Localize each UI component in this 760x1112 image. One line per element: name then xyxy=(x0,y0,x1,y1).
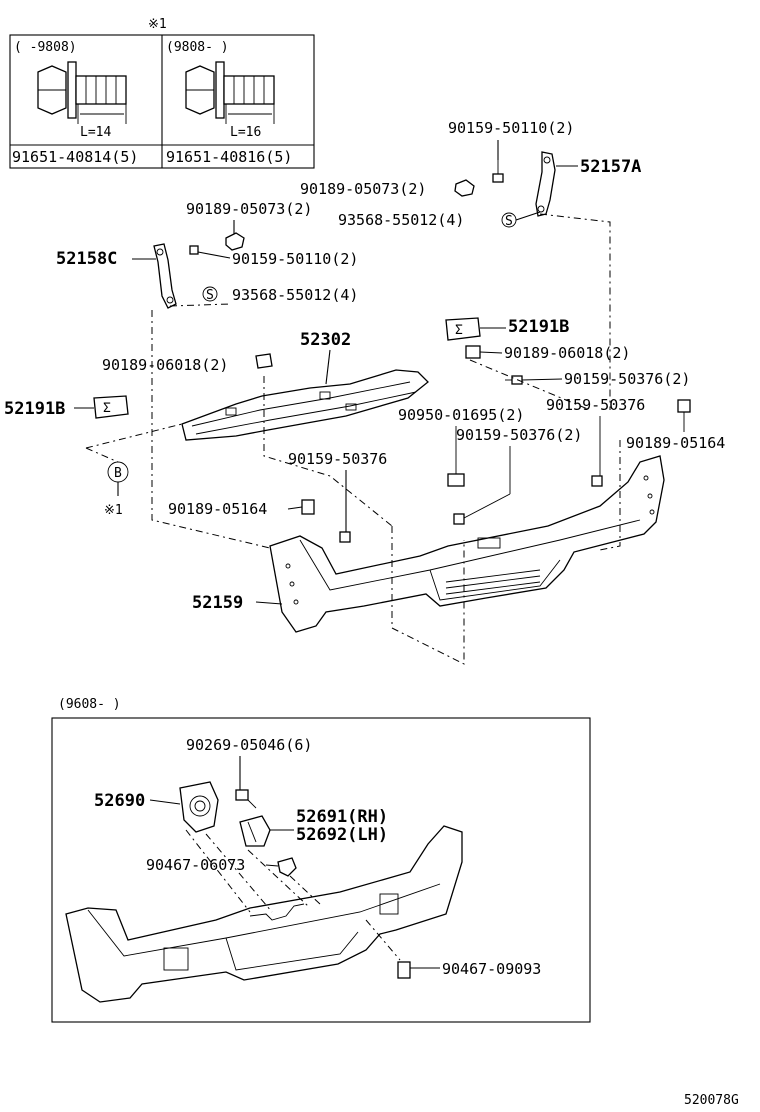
lower-frame xyxy=(51,717,591,1023)
rear-bumper-52159-icon xyxy=(269,455,665,633)
washer-s-letter: S xyxy=(505,214,513,229)
bolt-icon xyxy=(505,375,523,385)
bolt-icon xyxy=(591,416,603,487)
label-90189-05073-b: 90189-05073(2) xyxy=(186,200,312,218)
label-90269-05046: 90269-05046(6) xyxy=(186,736,312,754)
label-90467-06073: 90467-06073 xyxy=(146,856,245,874)
pad-52191b-left-icon: Σ xyxy=(93,395,129,419)
figure-code: 520078G xyxy=(684,1093,739,1108)
label-90159-50376-single-r: 90159-50376 xyxy=(546,396,645,414)
bolt-long-icon xyxy=(185,61,275,124)
inset-left-range: ( -9808) xyxy=(14,40,77,55)
label-52191b-right: 52191B xyxy=(508,317,569,337)
label-90467-09093: 90467-09093 xyxy=(442,960,541,978)
bolt-icon xyxy=(339,531,351,543)
label-90189-05164-left: 90189-05164 xyxy=(168,500,267,518)
reference-b-letter: B xyxy=(114,466,122,481)
bolt-icon xyxy=(453,446,511,525)
bolt-icon xyxy=(189,245,199,255)
label-90159-50376-2b: 90159-50376(2) xyxy=(456,426,582,444)
inset-right-length: L=16 xyxy=(230,125,261,140)
clip-icon xyxy=(465,345,481,359)
step-plate-52302-icon xyxy=(181,369,429,441)
svg-text:Σ: Σ xyxy=(455,323,463,338)
label-52191b-left: 52191B xyxy=(4,399,65,419)
label-52692: 52692(LH) xyxy=(296,825,388,845)
label-93568-55012-a: 93568-55012(4) xyxy=(338,211,464,229)
clip-icon xyxy=(255,353,273,369)
label-52157a: 52157A xyxy=(580,157,641,177)
inset-marker: ※1 xyxy=(148,17,167,32)
label-90159-50376-single-c: 90159-50376 xyxy=(288,450,387,468)
clip-icon xyxy=(301,499,315,515)
label-93568-55012-b: 93568-55012(4) xyxy=(232,286,358,304)
clip-icon xyxy=(677,399,691,432)
label-90159-50110-top: 90159-50110(2) xyxy=(448,119,574,137)
label-90159-50110-b: 90159-50110(2) xyxy=(232,250,358,268)
bolt-icon xyxy=(235,789,257,809)
hitch-bracket-52690-icon xyxy=(179,781,219,833)
label-90189-06018-left: 90189-06018(2) xyxy=(102,356,228,374)
bolt-short-icon xyxy=(37,61,127,124)
clip-icon xyxy=(447,426,465,487)
label-52159: 52159 xyxy=(192,593,243,613)
nut-icon xyxy=(454,179,475,197)
svg-text:Σ: Σ xyxy=(103,401,111,416)
bracket-52158c-icon xyxy=(153,243,177,309)
lower-range: (9608- ) xyxy=(58,697,121,712)
nut-icon xyxy=(225,232,245,251)
inset-right-range: (9808- ) xyxy=(166,40,229,55)
bolt-icon xyxy=(397,961,411,979)
bolt-length-inset: ※1 ( -9808) (9808- ) L=14 xyxy=(9,17,315,169)
washer-s-icon xyxy=(202,286,218,302)
note-marker: ※1 xyxy=(104,503,123,518)
label-90189-05164-right: 90189-05164 xyxy=(626,434,725,452)
cover-52691-52692-icon xyxy=(239,815,271,847)
label-90189-05073-a: 90189-05073(2) xyxy=(300,180,426,198)
inset-right-part: 91651-40816(5) xyxy=(166,148,292,166)
label-90159-50376-2a: 90159-50376(2) xyxy=(564,370,690,388)
pad-52191b-right-icon: Σ xyxy=(445,317,481,341)
label-52158c: 52158C xyxy=(56,249,117,269)
clip-icon xyxy=(277,857,297,877)
label-90950-01695: 90950-01695(2) xyxy=(398,406,524,424)
label-52690: 52690 xyxy=(94,791,145,811)
lower-detail-box: (9608- ) 90269-05046(6) 52690 52691(RH) … xyxy=(51,697,591,1023)
bracket-52157a-icon xyxy=(535,151,556,217)
label-90189-06018-right: 90189-06018(2) xyxy=(504,344,630,362)
inset-left-part: 91651-40814(5) xyxy=(12,148,138,166)
inset-left-length: L=14 xyxy=(80,125,111,140)
label-52691: 52691(RH) xyxy=(296,807,388,827)
rear-bumper-lower-icon xyxy=(65,825,463,1003)
label-52302: 52302 xyxy=(300,330,351,350)
washer-s-letter: S xyxy=(206,288,214,303)
upper-exploded-view: 52157A 90159-50110(2) 90189-05073(2) S 9… xyxy=(4,119,725,665)
bolt-icon xyxy=(492,160,504,183)
